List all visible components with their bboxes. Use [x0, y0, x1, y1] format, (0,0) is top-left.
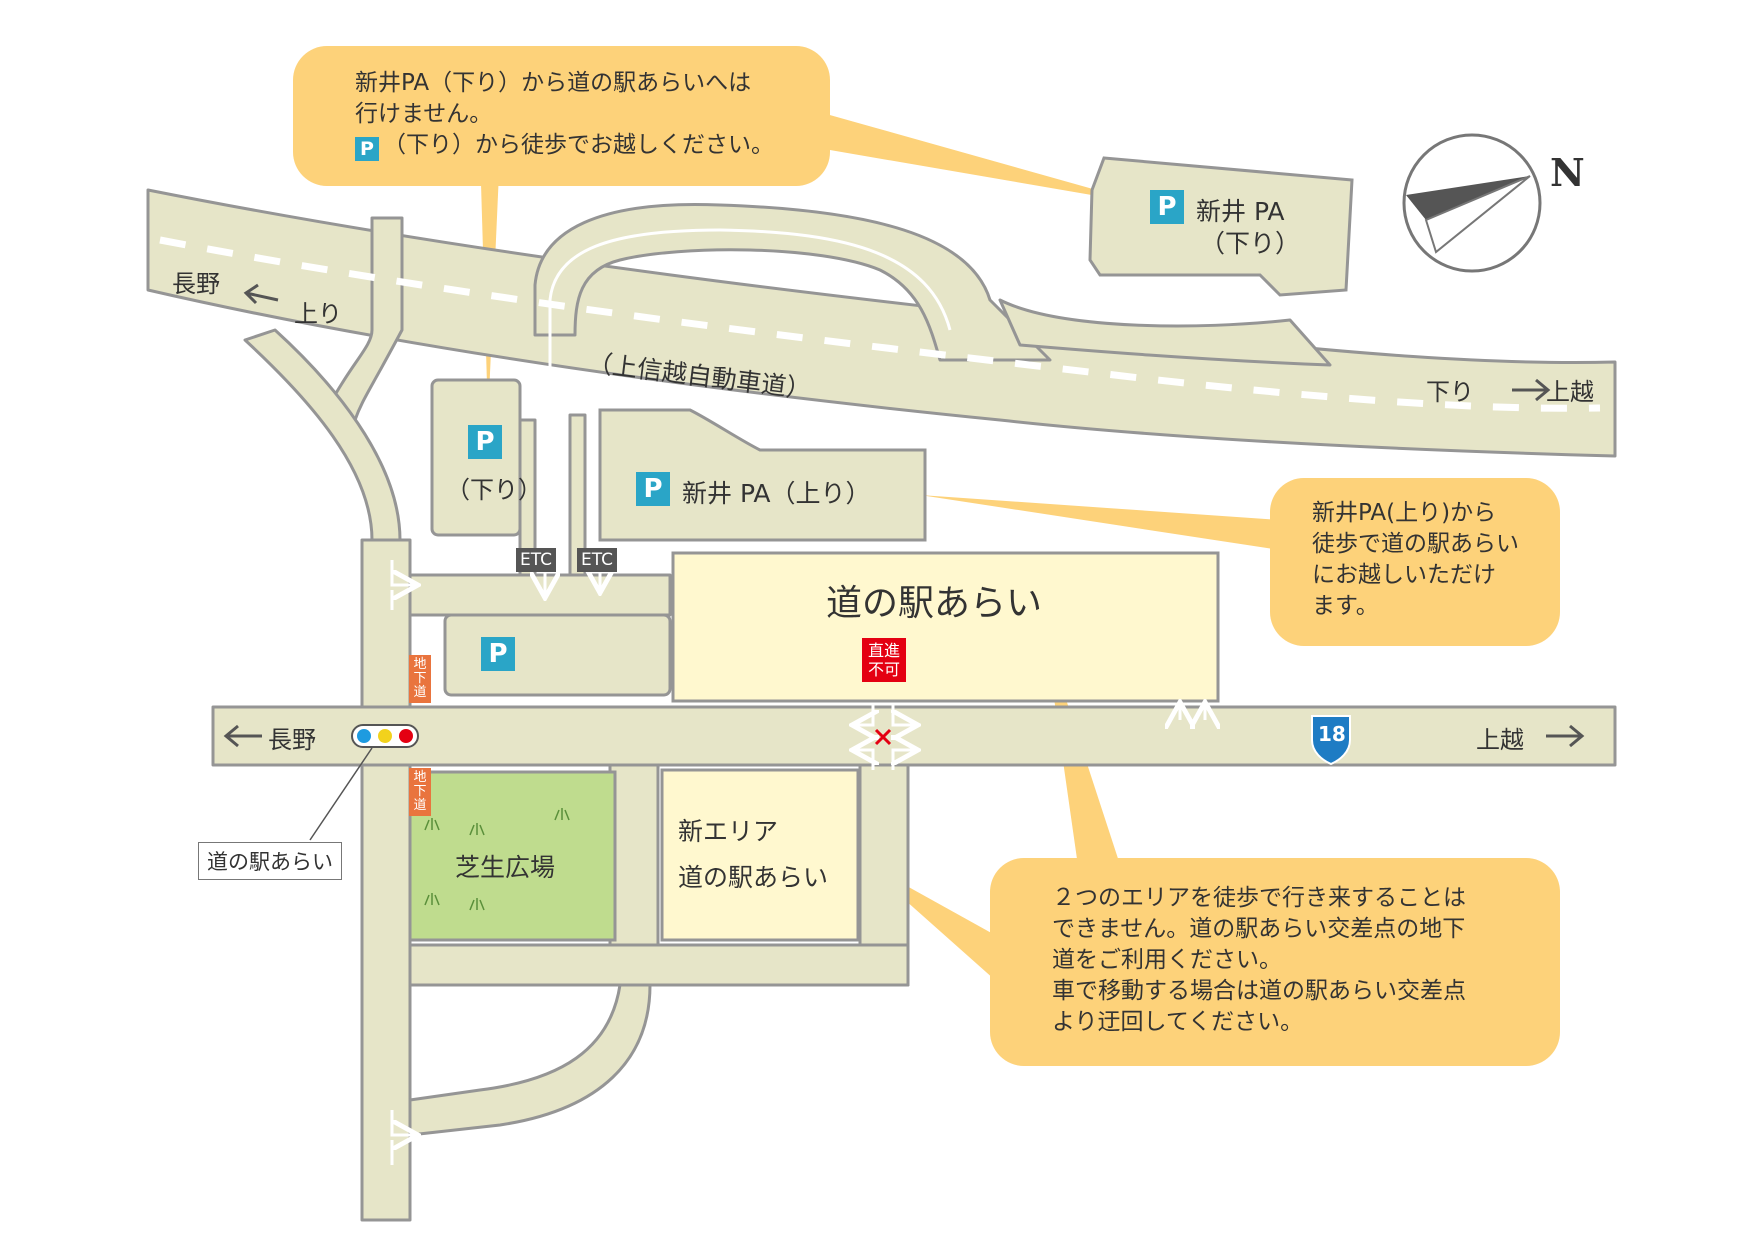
underpass-sign-south: 地下道: [409, 768, 431, 816]
lawn-label: 芝生広場: [455, 853, 556, 882]
parking-icon-pa-up: P: [636, 472, 670, 506]
new-area-line2: 道の駅あらい: [678, 863, 829, 892]
route18-number: 18: [1318, 722, 1346, 746]
callout-right-line1: 新井PA(上り)から: [1312, 500, 1497, 526]
no-straight-line1: 直進: [867, 641, 900, 660]
parking-icon-p-down: P: [468, 425, 502, 459]
callout-top-left-line3-text: （下り）から徒歩でお越しください。: [383, 132, 774, 158]
highway-center-line: [159, 236, 1601, 412]
highway-west-destination: 長野: [172, 270, 220, 298]
no-crossing-mark: [874, 728, 892, 746]
michi-no-eki-area: [671, 551, 1220, 703]
route18-west-destination: 長野: [268, 726, 316, 754]
route18-east-destination: 上越: [1476, 726, 1524, 754]
callout-right: 新井PA(上り)から 徒歩で道の駅あらい にお越しいただけ ます。: [1270, 478, 1560, 646]
intersection-label: 道の駅あらい: [198, 842, 342, 880]
parking-icon-lower: P: [481, 637, 515, 671]
callout-right-line3: にお越しいただけ: [1312, 562, 1496, 588]
callout-bottom-right-line3: 道をご利用ください。: [1052, 947, 1282, 973]
no-straight-sign: 直進 不可: [862, 638, 906, 682]
callout-bottom-right: ２つのエリアを徒歩で行き来することは できません。道の駅あらい交差点の地下 道を…: [990, 858, 1560, 1066]
callout-right-line4: ます。: [1312, 593, 1379, 619]
new-area-line1: 新エリア: [678, 817, 779, 846]
callout-top-left-line3: P（下り）から徒歩でお越しください。: [355, 130, 830, 161]
parking-icon: P: [355, 137, 379, 161]
callout-tail-top-left-2: [812, 110, 1150, 205]
callout-bottom-right-line4: 車で移動する場合は道の駅あらい交差点: [1052, 978, 1466, 1004]
callout-top-left-line2: 行けません。: [355, 101, 493, 127]
route18-shield: [1311, 715, 1351, 766]
callout-top-left: 新井PA（下り）から道の駅あらいへは 行けません。 P（下り）から徒歩でお越しく…: [293, 46, 830, 186]
callout-right-line2: 徒歩で道の駅あらい: [1312, 531, 1519, 557]
underpass-sign-north: 地下道: [409, 655, 431, 703]
pa-down-direction: （下り）: [1200, 229, 1301, 258]
lawn-area: [408, 770, 617, 942]
pa-down-name: 新井 PA: [1196, 197, 1285, 226]
highway-east-direction: 下り: [1426, 378, 1474, 406]
grass-tufts: [424, 808, 570, 911]
traffic-signal: [309, 724, 419, 841]
new-area: [660, 768, 860, 942]
pa-up-label: 新井 PA（上り）: [682, 479, 871, 508]
callout-tail-right: [920, 495, 1280, 550]
direction-arrows: [223, 283, 1585, 748]
etc-gate-2: ETC: [577, 548, 617, 572]
michi-no-eki-label: 道の駅あらい: [826, 583, 1043, 624]
compass-north-label: N: [1550, 150, 1585, 195]
etc-gate-1: ETC: [516, 548, 556, 572]
callout-bottom-right-line2: できません。道の駅あらい交差点の地下: [1052, 916, 1466, 942]
highway-east-destination: 上越: [1546, 378, 1594, 406]
callout-bottom-right-line1: ２つのエリアを徒歩で行き来することは: [1052, 885, 1466, 911]
p-down-label: （下り）: [446, 476, 542, 504]
no-straight-line2: 不可: [867, 660, 900, 679]
compass-icon: [1402, 133, 1542, 273]
parking-icon-pa-down: P: [1150, 190, 1184, 224]
road-network: [146, 188, 1617, 1222]
callout-top-left-line1: 新井PA（下り）から道の駅あらいへは: [355, 70, 752, 96]
turn-arrows: [390, 560, 1205, 1165]
callout-bottom-right-line5: より迂回してください。: [1052, 1009, 1304, 1035]
highway-west-direction: 上り: [294, 300, 342, 328]
